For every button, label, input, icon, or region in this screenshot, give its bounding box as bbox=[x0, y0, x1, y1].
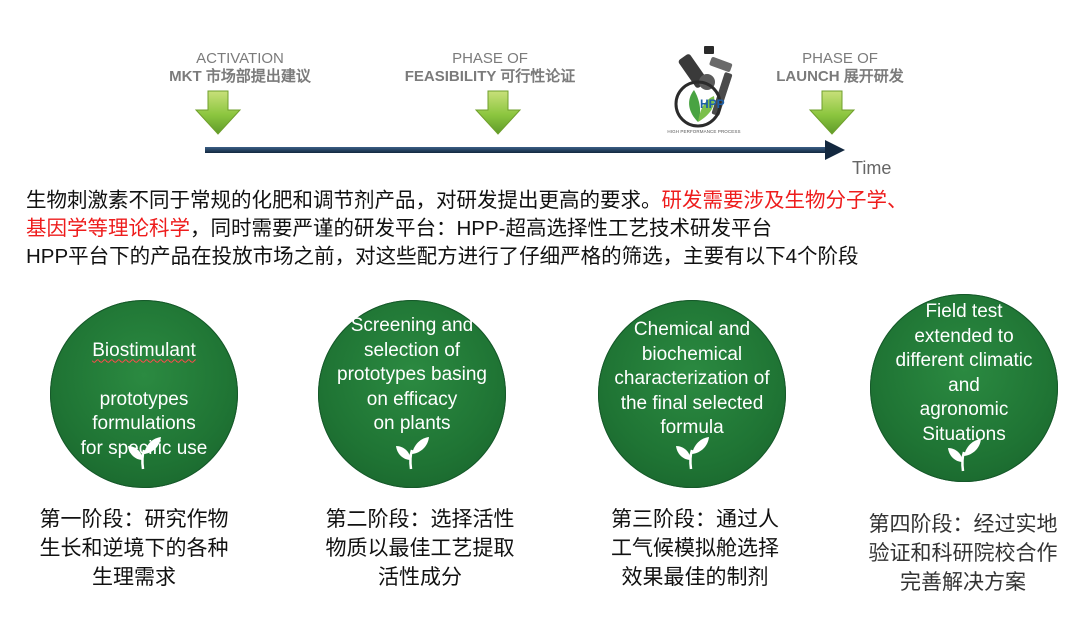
intro-line-2-red: 基因学等理论科学 bbox=[26, 217, 190, 240]
phase-feasibility-line1: PHASE OF bbox=[452, 50, 528, 67]
stage-4-description: 第四阶段：经过实地 验证和科研院校合作 完善解决方案 bbox=[868, 513, 1058, 594]
intro-line-1-black: 生物刺激素不同于常规的化肥和调节剂产品，对研发提出更高的要求。 bbox=[26, 189, 662, 212]
activation-down-arrow-icon bbox=[194, 90, 242, 135]
time-axis-label: Time bbox=[852, 158, 892, 178]
feasibility-down-arrow-icon bbox=[474, 90, 522, 135]
intro-line-2-black: ，同时需要严谨的研发平台：HPP-超高选择性工艺技术研发平台 bbox=[190, 217, 772, 240]
stage-2-circle: Screening and selection of prototypes ba… bbox=[318, 300, 506, 488]
intro-line-1-red: 研发需要涉及生物分子学、 bbox=[661, 189, 908, 212]
phase-activation-line2: MKT 市场部提出建议 bbox=[169, 68, 311, 85]
stage-4-title: Field test extended to different climati… bbox=[895, 301, 1033, 445]
stage-2-title: Screening and selection of prototypes ba… bbox=[337, 315, 487, 434]
stage-1-circle: Biostimulant prototypes formulations for… bbox=[50, 300, 238, 488]
stage-1-title-rest: prototypes formulations for specific use bbox=[80, 388, 208, 459]
stage-3-circle: Chemical and biochemical characterizatio… bbox=[598, 300, 786, 488]
hpp-microscope-logo-icon: HPP bbox=[674, 46, 733, 128]
intro-line-1: 生物刺激素不同于常规的化肥和调节剂产品，对研发提出更高的要求。研发需要涉及生物分… bbox=[26, 188, 908, 214]
stage-3-sprout-icon bbox=[676, 437, 709, 470]
intro-line-3: HPP平台下的产品在投放市场之前，对这些配方进行了仔细严格的筛选，主要有以下4个… bbox=[26, 245, 859, 268]
stage-1-description: 第一阶段：研究作物 生长和逆境下的各种 生理需求 bbox=[39, 508, 229, 589]
stage-4-sprout-icon bbox=[948, 439, 981, 472]
launch-down-arrow-icon bbox=[808, 90, 856, 135]
stage-1-sprout-icon bbox=[128, 437, 161, 470]
stage-2-description: 第二阶段：选择活性 物质以最佳工艺提取 活性成分 bbox=[325, 508, 515, 589]
phase-launch: PHASE OF LAUNCH 展开研发 bbox=[760, 50, 920, 86]
stage-3-title: Chemical and biochemical characterizatio… bbox=[614, 319, 770, 438]
phase-launch-line1: PHASE OF bbox=[802, 50, 878, 67]
hpp-logo-text: HPP bbox=[700, 97, 725, 111]
stage-2-sprout-icon bbox=[396, 437, 429, 470]
phase-feasibility: PHASE OF FEASIBILITY 可行性论证 bbox=[390, 50, 590, 86]
intro-line-2: 基因学等理论科学，同时需要严谨的研发平台：HPP-超高选择性工艺技术研发平台 bbox=[26, 216, 772, 242]
stage-4-circle: Field test extended to different climati… bbox=[870, 294, 1058, 482]
stage-1-title-first-word: Biostimulant bbox=[92, 339, 196, 361]
phase-launch-line2: LAUNCH 展开研发 bbox=[776, 68, 904, 85]
phase-activation: ACTIVATION MKT 市场部提出建议 bbox=[160, 50, 320, 86]
timeline-arrow bbox=[205, 140, 845, 160]
stage-3-description: 第三阶段：通过人 工气候模拟舱选择 效果最佳的制剂 bbox=[611, 508, 779, 589]
hpp-logo-caption: HIGH PERFORMANCE PROCESS bbox=[667, 129, 741, 134]
phase-activation-line1: ACTIVATION bbox=[196, 50, 284, 67]
phase-feasibility-line2: FEASIBILITY 可行性论证 bbox=[404, 68, 576, 85]
